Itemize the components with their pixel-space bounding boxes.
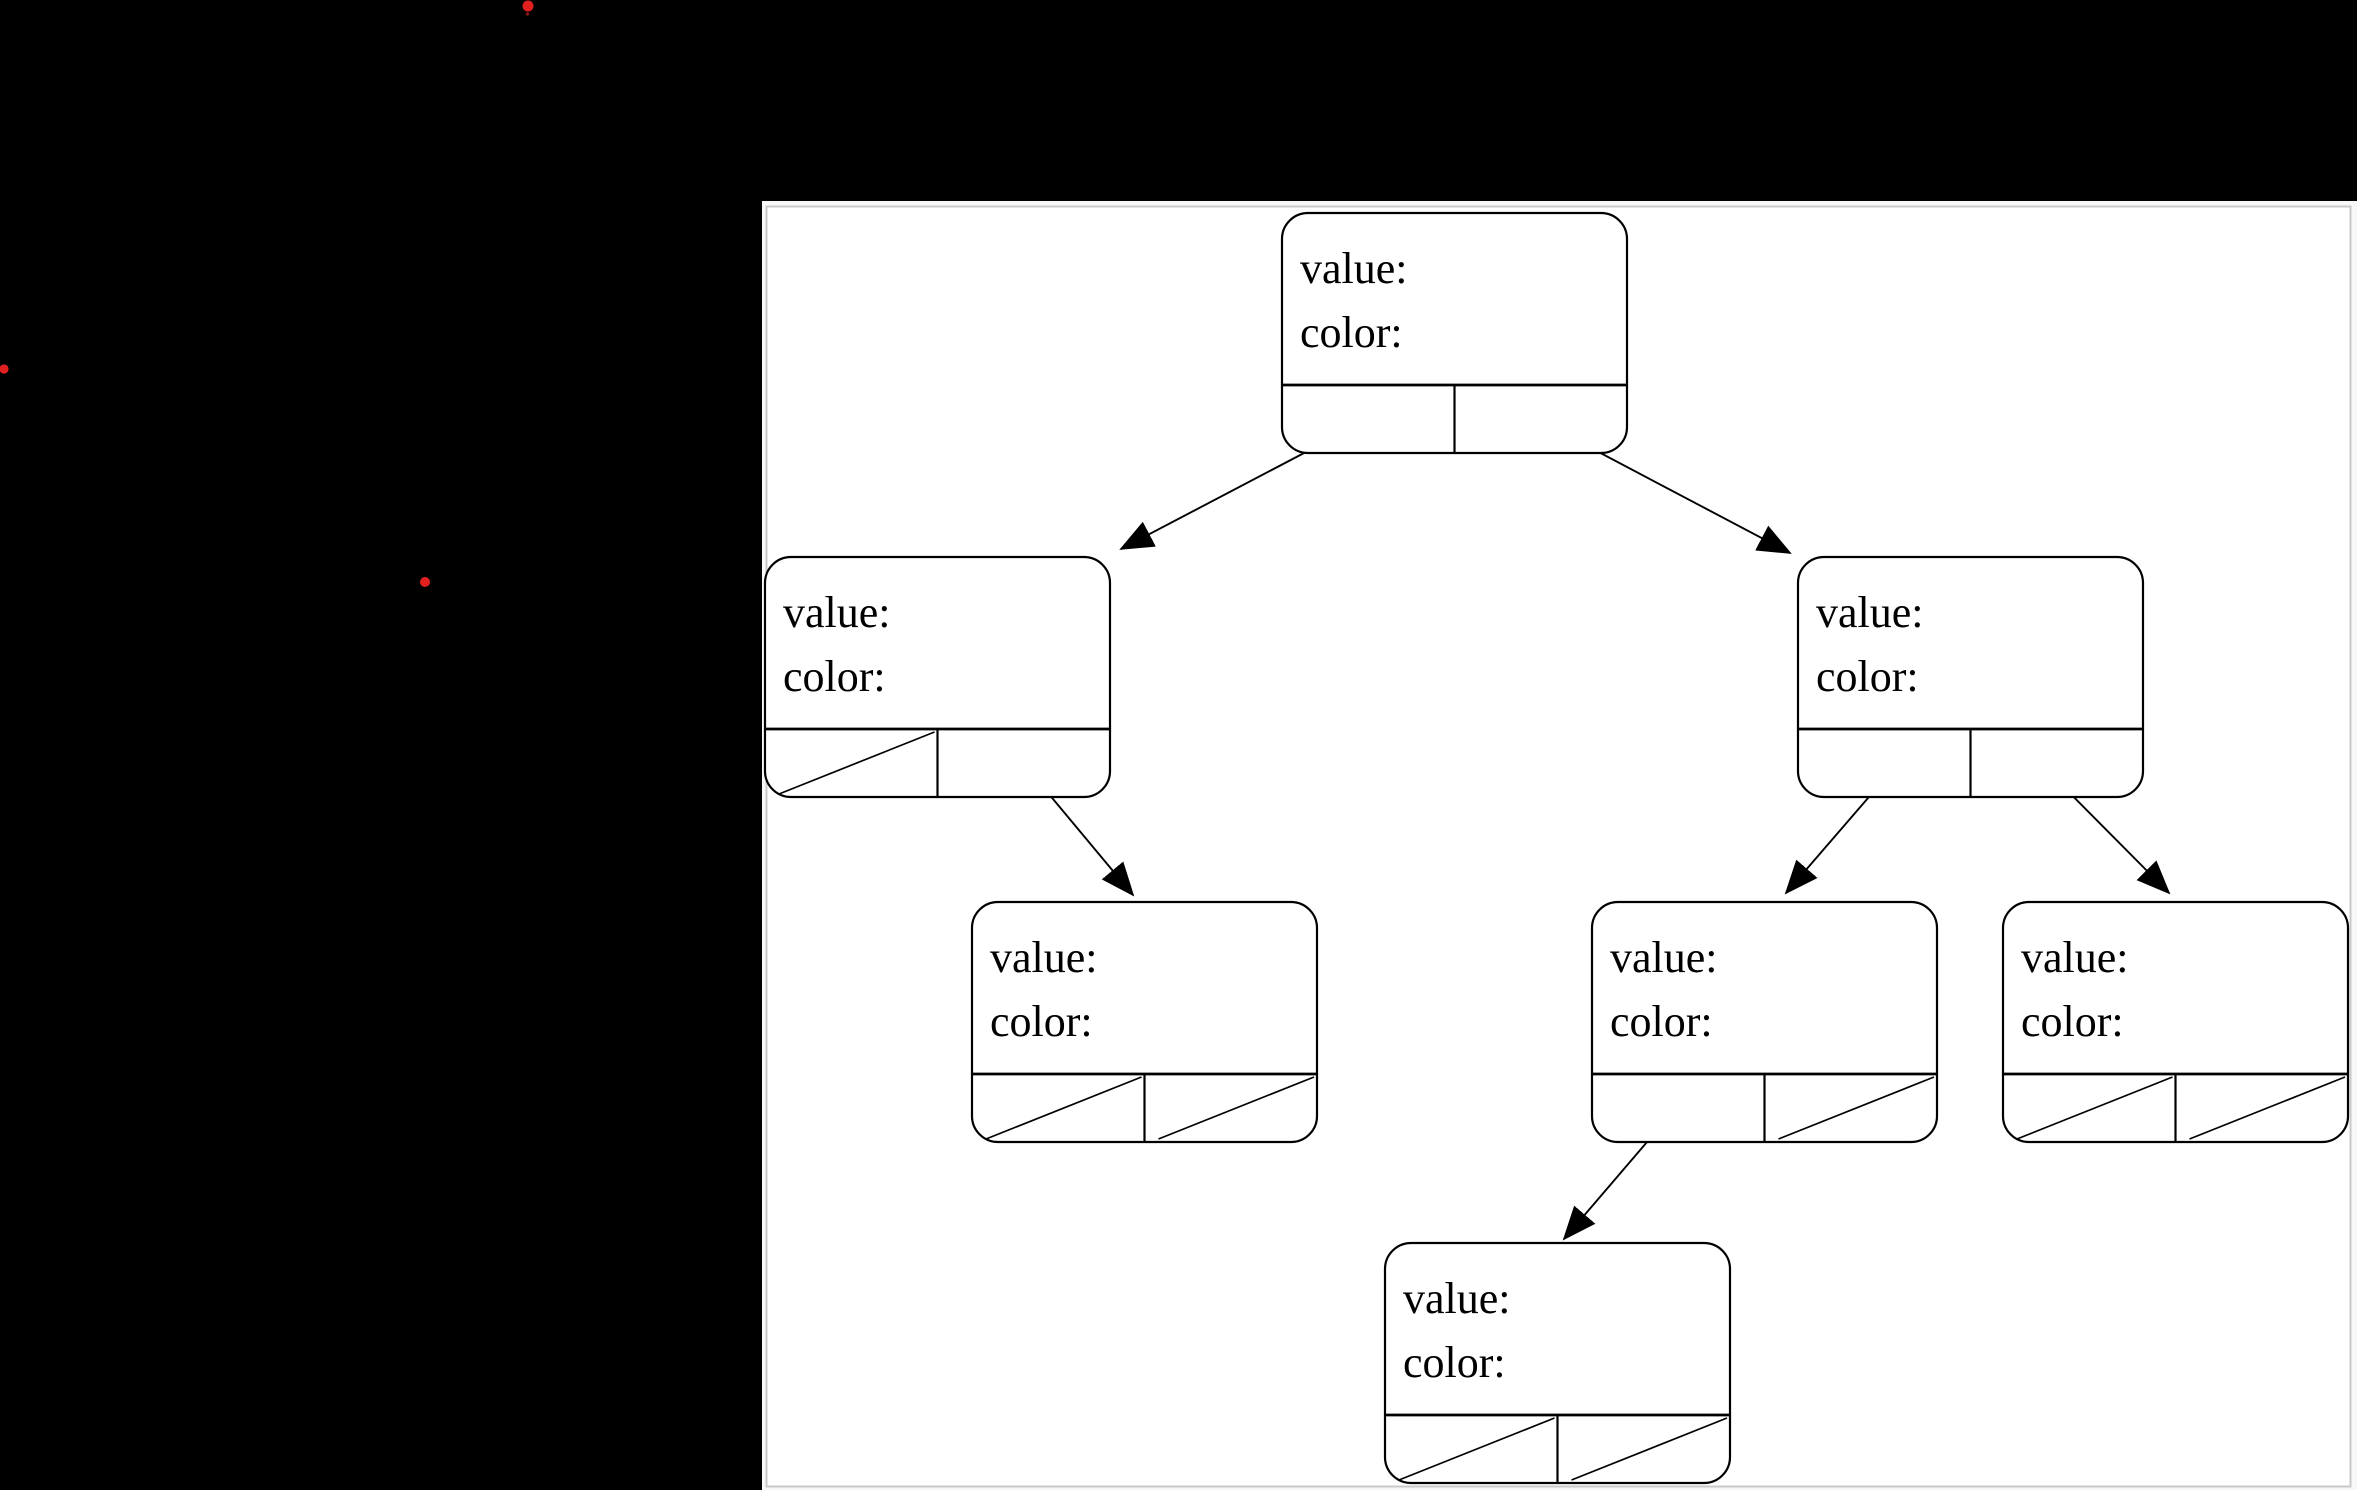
red-dot-top-satellite <box>525 12 530 16</box>
null-pointer-slash <box>2189 1076 2346 1140</box>
null-pointer-slash <box>985 1076 1142 1140</box>
node-value-label: value: <box>1610 933 1718 982</box>
tree-node-right-left-left: value: color: <box>1383 1241 1732 1485</box>
null-pointer-slash <box>1778 1076 1935 1140</box>
node-color-label: color: <box>990 997 1093 1046</box>
node-color-label: color: <box>2021 997 2124 1046</box>
tree-node-root: value: color: <box>1280 211 1629 455</box>
red-dot-mid <box>420 577 430 587</box>
null-pointer-slash <box>1398 1417 1555 1481</box>
tree-node-left-right: value: color: <box>970 900 1319 1144</box>
tree-node-right-right: value: color: <box>2001 900 2350 1144</box>
node-color-label: color: <box>1816 652 1919 701</box>
tree-node-left: value: color: <box>763 555 1112 799</box>
null-pointer-slash <box>1158 1076 1315 1140</box>
tree-node-right-left: value: color: <box>1590 900 1939 1144</box>
node-color-label: color: <box>1610 997 1713 1046</box>
node-value-label: value: <box>783 588 891 637</box>
null-pointer-slash <box>1571 1417 1728 1481</box>
node-color-label: color: <box>783 652 886 701</box>
node-color-label: color: <box>1300 308 1403 357</box>
node-value-label: value: <box>990 933 1098 982</box>
node-value-label: value: <box>1300 244 1408 293</box>
red-dot-left <box>0 364 9 374</box>
tree-node-right: value: color: <box>1796 555 2145 799</box>
node-color-label: color: <box>1403 1338 1506 1387</box>
node-value-label: value: <box>2021 933 2129 982</box>
node-value-label: value: <box>1816 588 1924 637</box>
null-pointer-slash <box>778 731 935 795</box>
null-pointer-slash <box>2016 1076 2173 1140</box>
red-dot-top <box>522 0 534 12</box>
node-value-label: value: <box>1403 1274 1511 1323</box>
